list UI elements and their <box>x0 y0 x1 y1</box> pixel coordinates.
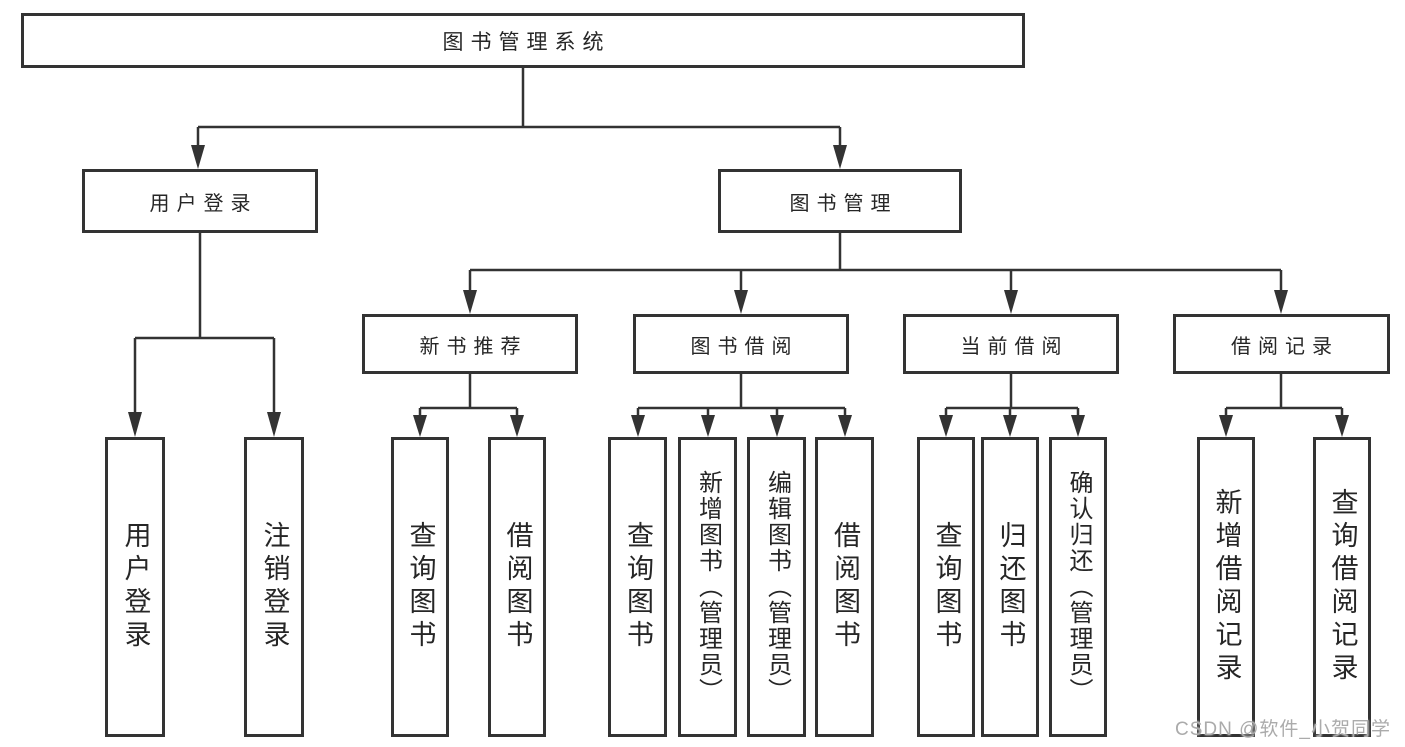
connector-root-arrowheads <box>191 145 847 169</box>
connector-current-borrow <box>944 374 1080 416</box>
connector-book-borrow <box>636 374 847 416</box>
leaf-borrow-books-recommend: 借阅图书 <box>488 437 546 737</box>
connector-user-login <box>133 233 276 413</box>
leaf-query-books-borrow: 查询图书 <box>608 437 667 737</box>
watermark: CSDN @软件_小贺同学 <box>1175 719 1391 740</box>
node-user-login: 用户登录 <box>82 169 318 233</box>
connector-new-book-recommend-arrowheads <box>413 415 524 437</box>
connector-borrow-records-arrowheads <box>1219 415 1349 437</box>
node-book-management: 图书管理 <box>718 169 962 233</box>
leaf-return-book: 归还图书 <box>981 437 1039 737</box>
leaf-user-login: 用户登录 <box>105 437 165 737</box>
leaf-logout: 注销登录 <box>244 437 304 737</box>
connector-new-book-recommend <box>418 374 519 416</box>
node-borrow-records: 借阅记录 <box>1173 314 1390 374</box>
connector-borrow-records <box>1224 374 1344 416</box>
leaf-edit-book-admin: 编辑图书（管理员） <box>747 437 806 737</box>
leaf-query-books-current: 查询图书 <box>917 437 975 737</box>
leaf-query-books-recommend: 查询图书 <box>391 437 449 737</box>
connector-user-login-arrowheads <box>128 412 281 437</box>
leaf-borrow-books: 借阅图书 <box>815 437 874 737</box>
connector-book-management <box>468 233 1283 291</box>
leaf-query-borrow-record: 查询借阅记录 <box>1313 437 1371 737</box>
leaf-confirm-return-admin: 确认归还（管理员） <box>1049 437 1107 737</box>
node-root: 图书管理系统 <box>21 13 1025 68</box>
connector-book-borrow-arrowheads <box>631 415 852 437</box>
leaf-add-borrow-record: 新增借阅记录 <box>1197 437 1255 737</box>
connector-current-borrow-arrowheads <box>939 415 1085 437</box>
connector-book-management-arrowheads <box>463 290 1288 314</box>
node-new-book-recommend: 新书推荐 <box>362 314 578 374</box>
leaf-add-book-admin: 新增图书（管理员） <box>678 437 737 737</box>
node-book-borrow: 图书借阅 <box>633 314 849 374</box>
node-current-borrow: 当前借阅 <box>903 314 1119 374</box>
connector-root <box>196 68 842 146</box>
